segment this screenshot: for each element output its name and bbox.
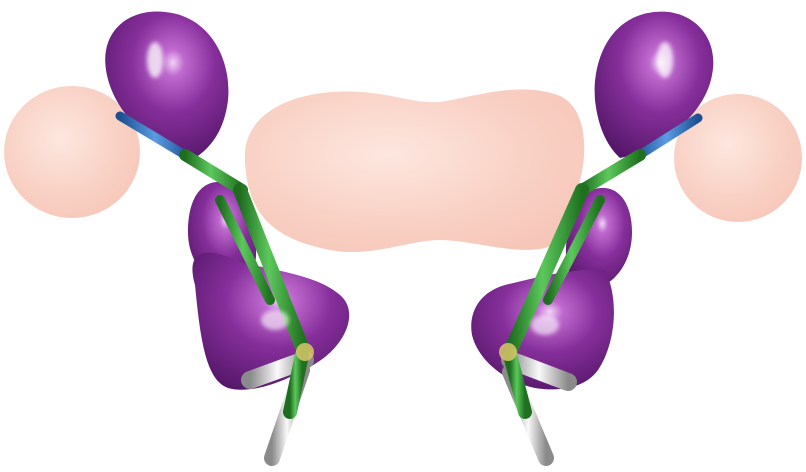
- highlight: [657, 42, 673, 78]
- right-upper-bond: [582, 155, 640, 190]
- left-s-orbital: [4, 86, 140, 218]
- highlight: [261, 310, 289, 330]
- left-carbon-joint: [296, 343, 314, 361]
- central-pi-orbital: [245, 89, 584, 252]
- highlight: [531, 315, 559, 335]
- highlight: [147, 42, 163, 78]
- right-carbon-joint: [499, 343, 517, 361]
